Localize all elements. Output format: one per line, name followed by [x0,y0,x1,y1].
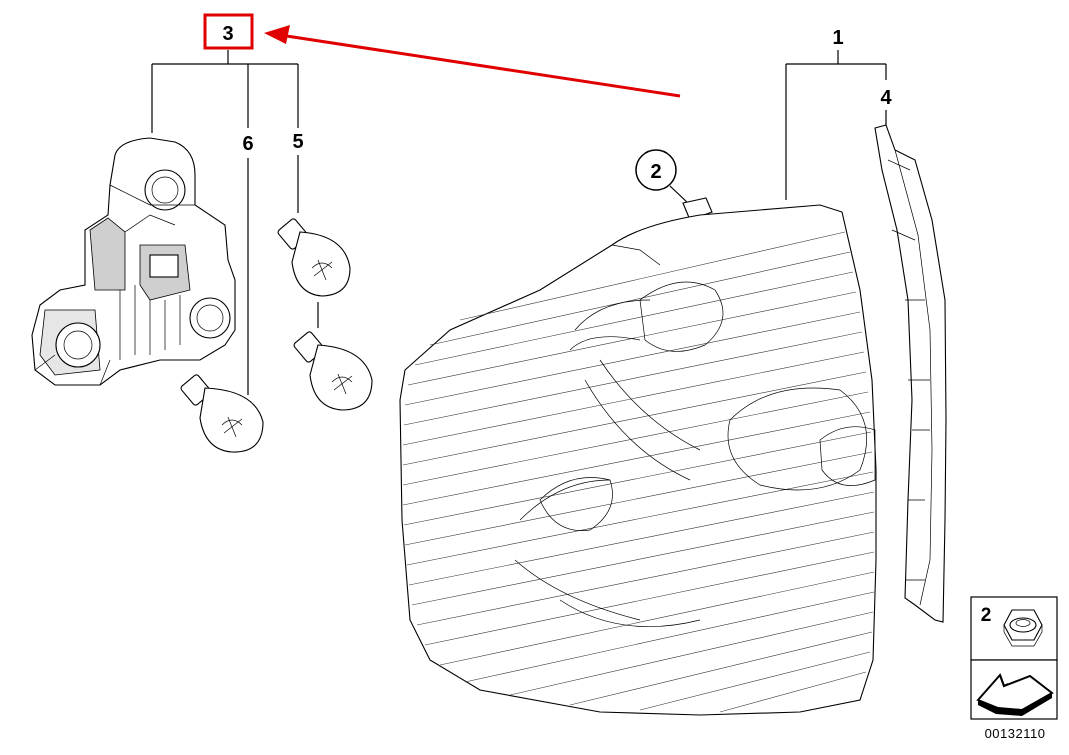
callout-2-circle[interactable] [635,149,677,191]
bulb-6 [180,374,264,453]
callout-1[interactable]: 1 [832,27,843,49]
red-arrow [264,25,681,98]
bulb-holder [31,137,236,386]
bulb-5-top [277,218,351,297]
callout-6[interactable]: 6 [242,133,253,155]
legend-box: 2 [970,596,1058,661]
callout-4[interactable]: 4 [880,87,892,109]
direction-arrow-icon [976,673,1054,716]
legend-arrow-box [970,659,1058,720]
diagram-number: 00132110 [985,726,1046,741]
leader-3 [151,50,299,133]
callout-2[interactable]: 2 [650,161,661,183]
lens-ribs [402,231,875,713]
gasket [874,124,947,623]
nut-icon [1003,609,1043,647]
highlight-box-3[interactable] [203,13,254,50]
tail-light [399,204,877,716]
callout-3[interactable]: 3 [222,23,233,45]
bulb-5-bottom [293,331,373,411]
legend-box-label: 2 [981,605,992,626]
callout-5[interactable]: 5 [292,131,303,153]
leader-1 [785,50,887,200]
